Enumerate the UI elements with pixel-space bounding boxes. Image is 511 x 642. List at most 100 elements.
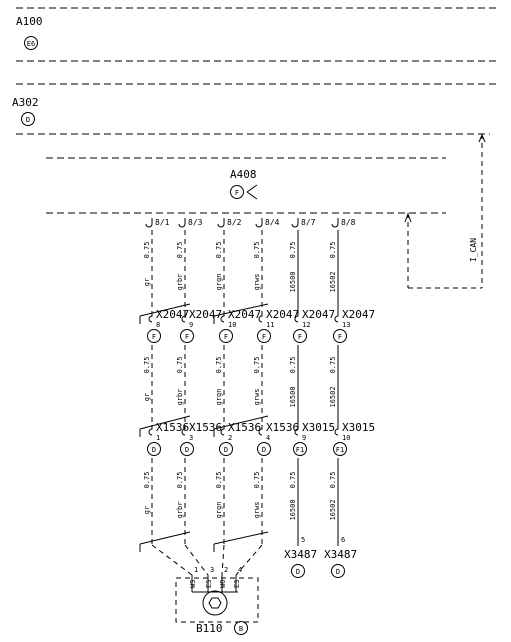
a302-code: D bbox=[26, 116, 30, 124]
pin-hook-top bbox=[178, 218, 186, 228]
sensor-code-circle bbox=[234, 621, 248, 635]
connector-low-code: D bbox=[224, 446, 228, 454]
connector-low-pin: 2 bbox=[228, 434, 232, 442]
connector-low-name: X1536 bbox=[228, 421, 261, 434]
connector-x2047-name: X2047 bbox=[189, 308, 222, 321]
connector-low-code: D bbox=[152, 446, 156, 454]
connector-x2047-name: X2047 bbox=[266, 308, 299, 321]
wire-low-color: grws bbox=[253, 502, 261, 519]
wire-low-color: grgn bbox=[215, 502, 223, 519]
a100-code-circle bbox=[24, 36, 38, 50]
connector-low-pin: 10 bbox=[342, 434, 350, 442]
connector-low-code-circle bbox=[180, 442, 194, 456]
bottom-connector-name: X3487 bbox=[324, 548, 357, 561]
connector-low-code-circle bbox=[257, 442, 271, 456]
connector-x2047-pin: 11 bbox=[266, 321, 274, 329]
wire-mid-section: 0.75 bbox=[215, 357, 223, 374]
connector-x2047-code: F bbox=[152, 333, 156, 341]
wire-mid-section: 0.75 bbox=[329, 357, 337, 374]
connector-x2047-name: X2047 bbox=[156, 308, 189, 321]
sensor-pin-number: 3 bbox=[210, 566, 214, 574]
connector-low-name: X3015 bbox=[342, 421, 375, 434]
connector-low-code: F1 bbox=[336, 446, 344, 454]
wire-mid-color: gr bbox=[143, 393, 151, 401]
connector-low-pin: 4 bbox=[266, 434, 270, 442]
bottom-connector-pin: 6 bbox=[341, 536, 345, 544]
sensor-pin-label: ES bbox=[205, 580, 213, 588]
connector-low-code: F1 bbox=[296, 446, 304, 454]
connector-x2047-code-circle bbox=[147, 329, 161, 343]
sensor-feed-wire bbox=[151, 544, 193, 576]
connector-x2047-code: F bbox=[298, 333, 302, 341]
twist-bracket-left bbox=[139, 303, 191, 317]
connector-x2047-hook bbox=[334, 312, 339, 323]
wire-low-section: 0.75 bbox=[143, 472, 151, 489]
ground-symbol-icon bbox=[246, 184, 258, 200]
a100-code: E6 bbox=[27, 40, 35, 48]
sensor-pin-number: 2 bbox=[224, 566, 228, 574]
connector-low-hook bbox=[181, 425, 186, 436]
pin-label-top: 8/4 bbox=[265, 218, 280, 227]
can-arrow-down bbox=[404, 212, 412, 223]
twist-bracket-left bbox=[139, 415, 191, 430]
connector-x2047-code-circle bbox=[180, 329, 194, 343]
wire-top-section: 0.75 bbox=[143, 242, 151, 259]
wire-low-color: gr bbox=[143, 506, 151, 514]
wire-top-color: grws bbox=[253, 274, 261, 291]
wire-mid-color: grgn bbox=[215, 389, 223, 406]
bottom-connector-code-circle bbox=[331, 564, 345, 578]
connector-low-name: X1536 bbox=[189, 421, 222, 434]
connector-x2047-hook bbox=[181, 312, 186, 323]
wire-low-section: 0.75 bbox=[329, 472, 337, 489]
connector-low-code-circle bbox=[147, 442, 161, 456]
pin-label-top: 8/3 bbox=[188, 218, 203, 227]
wire-top-section: 0.75 bbox=[215, 242, 223, 259]
wire-top-color: 16502 bbox=[329, 271, 337, 292]
pin-label-top: 8/1 bbox=[155, 218, 170, 227]
can-label: I_CAN bbox=[469, 238, 478, 262]
sensor-outer-circle bbox=[202, 590, 228, 616]
wire-low-section: 0.75 bbox=[253, 472, 261, 489]
connector-low-code-circle bbox=[333, 442, 347, 456]
connector-low-name: X3015 bbox=[302, 421, 335, 434]
connector-low-pin: 9 bbox=[302, 434, 306, 442]
wire-mid-section: 0.75 bbox=[176, 357, 184, 374]
connector-x2047-code: F bbox=[224, 333, 228, 341]
sensor-pin-number: 1 bbox=[194, 566, 198, 574]
pin-hook-top bbox=[291, 218, 299, 228]
a408-label: A408 bbox=[230, 168, 257, 181]
connector-x2047-hook bbox=[258, 312, 263, 323]
wire-top-color: grgn bbox=[215, 274, 223, 291]
connector-x2047-code-circle bbox=[293, 329, 307, 343]
twist-bracket-left bbox=[139, 531, 191, 545]
connector-low-code: D bbox=[262, 446, 266, 454]
connector-x2047-pin: 10 bbox=[228, 321, 236, 329]
connector-x2047-name: X2047 bbox=[228, 308, 261, 321]
connector-x2047-pin: 12 bbox=[302, 321, 310, 329]
sensor-pin-label: WS bbox=[189, 580, 197, 588]
wire-low-section: 0.75 bbox=[176, 472, 184, 489]
bottom-connector-name: X3487 bbox=[284, 548, 317, 561]
connector-low-hook bbox=[294, 425, 299, 436]
connector-x2047-code-circle bbox=[333, 329, 347, 343]
connector-low-code-circle bbox=[293, 442, 307, 456]
wire-top-section: 0.75 bbox=[176, 242, 184, 259]
connector-x2047-code: F bbox=[338, 333, 342, 341]
wire-low-section: 0.75 bbox=[215, 472, 223, 489]
wire-mid-section: 0.75 bbox=[143, 357, 151, 374]
connector-low-hook bbox=[148, 425, 153, 436]
a302-label: A302 bbox=[12, 96, 39, 109]
connector-low-hook bbox=[220, 425, 225, 436]
wire-mid-color: 16500 bbox=[289, 386, 297, 407]
sensor-name: B110 bbox=[196, 622, 223, 635]
pin-hook-top bbox=[255, 218, 263, 228]
pin-hook-top bbox=[331, 218, 339, 228]
bottom-connector-pin: 5 bbox=[301, 536, 305, 544]
sensor-feed-wire bbox=[184, 544, 209, 576]
bottom-connector-code: D bbox=[336, 568, 340, 576]
connector-x2047-pin: 8 bbox=[156, 321, 160, 329]
twist-bracket-right bbox=[213, 415, 269, 430]
wire-top-color: gr bbox=[143, 278, 151, 286]
wire-top-section: 0.75 bbox=[253, 242, 261, 259]
wire-low-color: grbr bbox=[176, 502, 184, 519]
